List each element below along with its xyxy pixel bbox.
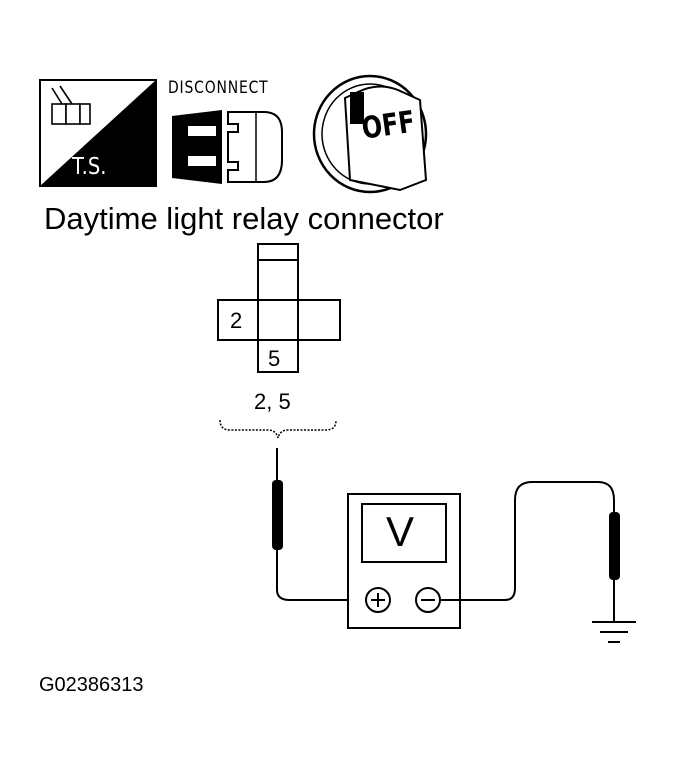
disconnect-label: DISCONNECT bbox=[168, 78, 269, 98]
ground-icon bbox=[592, 621, 636, 643]
pin-2-label: 2 bbox=[230, 308, 243, 333]
minus-terminal-icon bbox=[415, 587, 441, 613]
diagram-title: Daytime light relay connector bbox=[44, 201, 444, 236]
probe-icon bbox=[51, 85, 91, 125]
test-symbol-label: T.S. bbox=[72, 154, 107, 180]
terminals-label: 2, 5 bbox=[254, 389, 291, 414]
voltmeter bbox=[347, 493, 461, 629]
positive-probe bbox=[272, 448, 362, 601]
voltmeter-symbol: V bbox=[386, 508, 415, 555]
ignition-off-label: OFF bbox=[359, 104, 418, 147]
disconnect-icon bbox=[172, 110, 283, 184]
terminal-brace bbox=[219, 419, 337, 439]
negative-probe bbox=[440, 481, 620, 622]
relay-connector-face bbox=[217, 243, 341, 373]
plus-terminal-icon bbox=[365, 587, 391, 613]
figure-code: G02386313 bbox=[39, 674, 144, 696]
ignition-off-icon bbox=[312, 74, 428, 194]
pin-5-label: 5 bbox=[268, 346, 281, 371]
test-symbol-icon bbox=[39, 79, 157, 187]
